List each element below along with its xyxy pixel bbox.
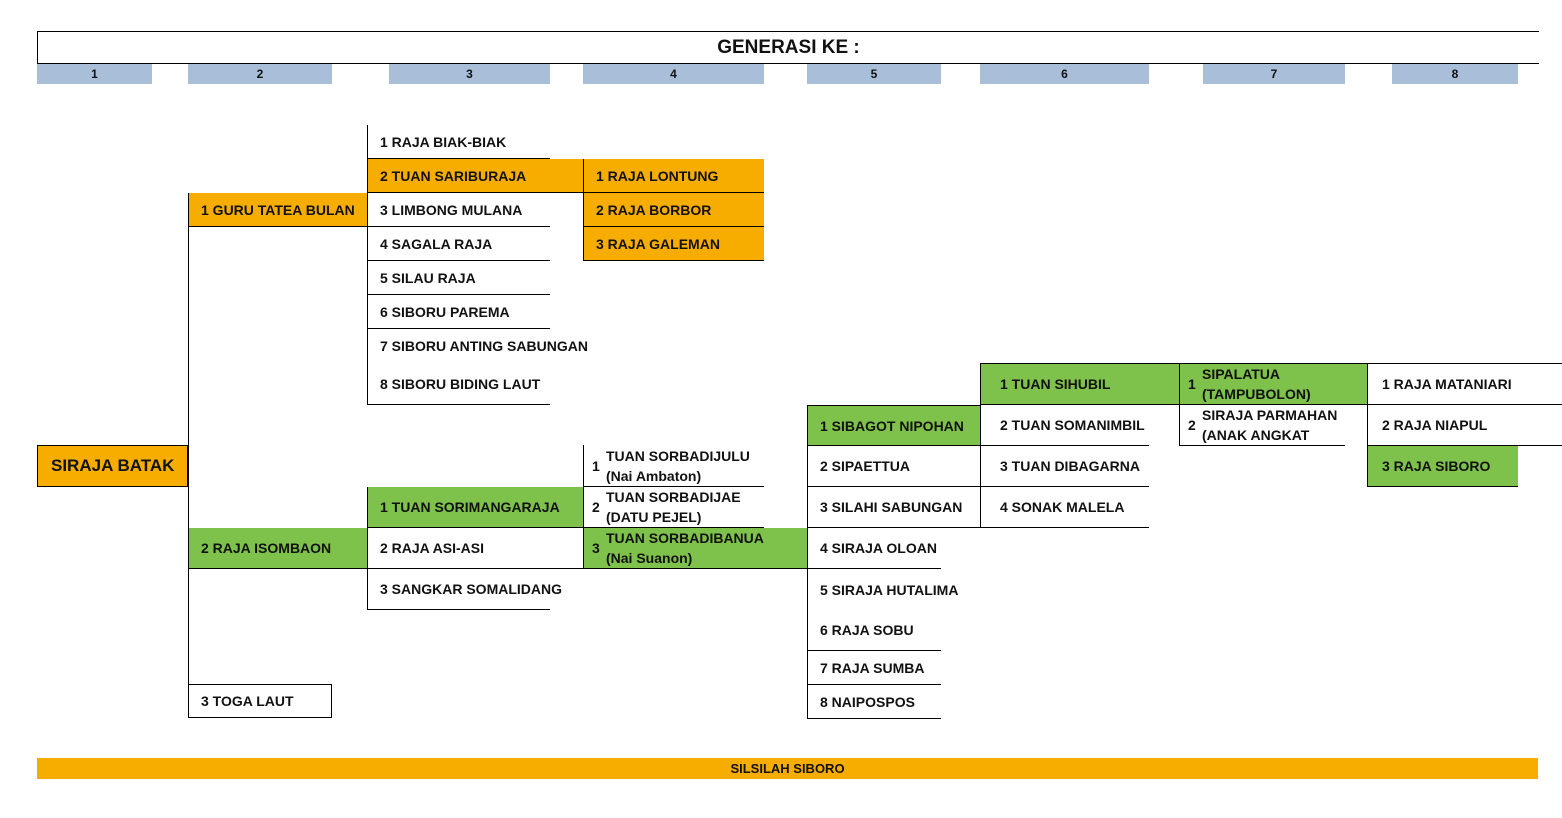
- gen3-limbong-mulana: 3 LIMBONG MULANA: [367, 193, 550, 227]
- gen3-siboru-anting-sabungan: 7 SIBORU ANTING SABUNGAN: [367, 329, 588, 363]
- gen4-tuan-sorbadijae: 2 TUAN SORBADIJAE (DATU PEJEL): [583, 487, 764, 528]
- footer-label: SILSILAH SIBORO: [730, 761, 845, 776]
- gen3-siboru-biding-laut: 8 SIBORU BIDING LAUT: [367, 363, 550, 405]
- gen8-raja-siboro: 3 RAJA SIBORO: [1367, 446, 1518, 487]
- gen4-sorbadijae-name: TUAN SORBADIJAE: [606, 489, 741, 505]
- gen4-sorbadijulu-alias: (Nai Ambaton): [606, 467, 702, 484]
- gen4-sorbadibanua-alias: (Nai Suanon): [606, 550, 693, 566]
- gen6-tuan-sihubil: 1 TUAN SIHUBIL: [980, 363, 1179, 405]
- gen6-sonak-malela: 4 SONAK MALELA: [980, 487, 1149, 528]
- gen4-sorbadijae-number: 2: [592, 499, 600, 515]
- gen4-tuan-sorbadijulu: 1 TUAN SORBADIJULU (Nai Ambaton): [583, 445, 764, 487]
- gen3-siboru-parema: 6 SIBORU PAREMA: [367, 295, 550, 329]
- gen7-parmahan-name: SIRAJA PARMAHAN: [1202, 407, 1338, 423]
- gen4-raja-borbor: 2 RAJA BORBOR: [583, 193, 764, 227]
- generation-1-label: 1: [37, 64, 152, 84]
- generation-4-label: 4: [583, 64, 764, 84]
- gen5-siraja-hutalima: 5 SIRAJA HUTALIMA: [807, 569, 980, 610]
- gen5-sibagot-nipohan: 1 SIBAGOT NIPOHAN: [807, 405, 980, 446]
- root-siraja-batak: SIRAJA BATAK: [37, 445, 188, 487]
- gen5-naipospos: 8 NAIPOSPOS: [807, 685, 941, 719]
- gen4-sorbadibanua-name: TUAN SORBADIBANUA: [606, 530, 764, 546]
- gen5-raja-sobu: 6 RAJA SOBU: [807, 610, 941, 651]
- gen8-raja-niapul: 2 RAJA NIAPUL: [1367, 405, 1562, 446]
- gen2-toga-laut: 3 TOGA LAUT: [188, 684, 332, 718]
- gen7-parmahan-note: (ANAK ANGKAT: [1202, 427, 1310, 443]
- gen3-sagala-raja: 4 SAGALA RAJA: [367, 227, 550, 261]
- gen4-raja-galeman: 3 RAJA GALEMAN: [583, 227, 764, 261]
- gen6-tuan-somanimbil: 2 TUAN SOMANIMBIL: [980, 405, 1149, 446]
- generation-3-label: 3: [389, 64, 550, 84]
- header-title: GENERASI KE :: [717, 36, 860, 58]
- footer-banner: SILSILAH SIBORO: [37, 758, 1538, 779]
- gen5-raja-sumba: 7 RAJA SUMBA: [807, 651, 941, 685]
- gen5-silahi-sabungan: 3 SILAHI SABUNGAN: [807, 487, 980, 528]
- gen3-sangkar-somalidang: 3 SANGKAR SOMALIDANG: [367, 569, 562, 610]
- gen7-sipalatua-number: 1: [1188, 376, 1196, 392]
- gen7-parmahan-number: 2: [1188, 417, 1196, 433]
- gen6-tuan-dibagarna: 3 TUAN DIBAGARNA: [980, 446, 1149, 487]
- gen4-sorbadijulu-number: 1: [592, 457, 600, 474]
- gen4-sorbadibanua-number: 3: [592, 540, 600, 556]
- generation-8-label: 8: [1392, 64, 1518, 84]
- gen7-sipalatua: 1 SIPALATUA (TAMPUBOLON): [1179, 363, 1367, 405]
- generation-6-label: 6: [980, 64, 1149, 84]
- gen8-raja-mataniari: 1 RAJA MATANIARI: [1367, 363, 1562, 405]
- gen3-raja-asi-asi: 2 RAJA ASI-ASI: [367, 528, 583, 569]
- gen7-sipalatua-alias: (TAMPUBOLON): [1202, 386, 1311, 402]
- gen7-sipalatua-name: SIPALATUA: [1202, 366, 1281, 382]
- gen3-tuan-sorimangaraja: 1 TUAN SORIMANGARAJA: [367, 487, 583, 528]
- gen4-sorbadijae-alias: (DATU PEJEL): [606, 509, 702, 525]
- gen7-siraja-parmahan: 2 SIRAJA PARMAHAN (ANAK ANGKAT: [1179, 405, 1345, 446]
- gen3-silau-raja: 5 SILAU RAJA: [367, 261, 550, 295]
- gen2-connector-line: [188, 193, 189, 718]
- gen4-raja-lontung: 1 RAJA LONTUNG: [583, 159, 764, 193]
- gen3-raja-biak-biak: 1 RAJA BIAK-BIAK: [367, 125, 550, 159]
- gen2-guru-tatea-bulan: 1 GURU TATEA BULAN: [188, 193, 367, 227]
- gen3-tuan-sariburaja: 2 TUAN SARIBURAJA: [367, 159, 583, 193]
- gen4-sorbadijulu-name: TUAN SORBADIJULU: [606, 447, 750, 464]
- generation-5-label: 5: [807, 64, 941, 84]
- gen4-tuan-sorbadibanua: 3 TUAN SORBADIBANUA (Nai Suanon): [583, 528, 807, 569]
- generation-2-label: 2: [188, 64, 332, 84]
- gen5-siraja-oloan: 4 SIRAJA OLOAN: [807, 528, 941, 569]
- gen5-sipaettua: 2 SIPAETTUA: [807, 446, 980, 487]
- gen2-raja-isombaon: 2 RAJA ISOMBAON: [188, 528, 367, 569]
- generation-7-label: 7: [1203, 64, 1345, 84]
- generation-header: GENERASI KE :: [37, 31, 1539, 64]
